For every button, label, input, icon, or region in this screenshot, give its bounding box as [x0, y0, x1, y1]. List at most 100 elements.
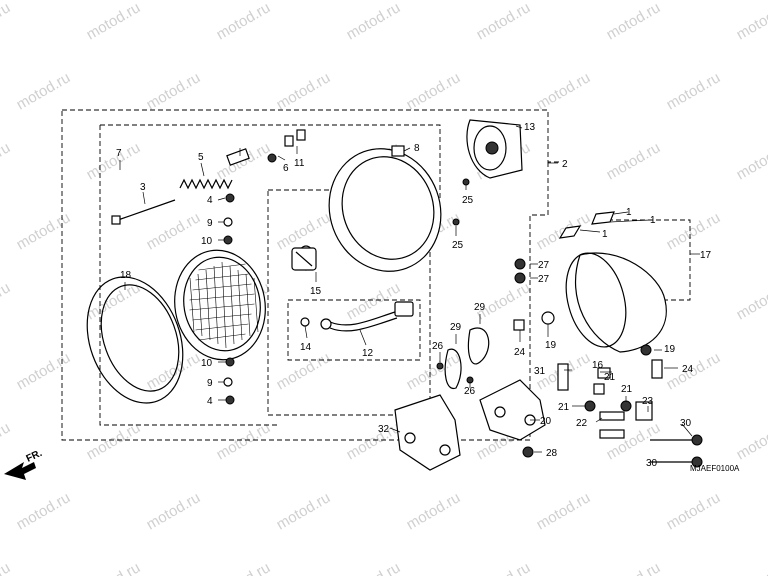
lens-grid-line	[198, 333, 246, 341]
lens-grid-line	[213, 265, 219, 345]
headlight-case	[328, 145, 442, 272]
watermark-text: motod.ru	[214, 0, 274, 43]
lens-grid-line	[195, 323, 249, 331]
callout-18: 18	[120, 270, 132, 281]
watermark-text: motod.ru	[144, 69, 204, 113]
watermark-text: motod.ru	[344, 419, 404, 463]
watermark-text: motod.ru	[84, 0, 144, 43]
watermark-text: motod.ru	[144, 349, 204, 393]
callout-8: 8	[414, 143, 420, 154]
watermark-text: motod.ru	[344, 0, 404, 43]
watermark-text: motod.ru	[144, 489, 204, 533]
watermark-text: motod.ru	[664, 489, 724, 533]
watermark-text: motod.ru	[0, 419, 13, 463]
watermark-text: motod.ru	[84, 559, 144, 576]
callout-24b: 24	[682, 364, 694, 375]
callout-23: 23	[642, 396, 654, 407]
watermark-text: motod.ru	[534, 69, 594, 113]
watermark-text: motod.ru	[274, 69, 334, 113]
lens-grid-line	[189, 303, 255, 311]
callout-1b: 1	[650, 215, 656, 226]
watermark-text: motod.ru	[734, 559, 768, 576]
watermark-text: motod.ru	[84, 419, 144, 463]
callout-4b: 4	[207, 396, 213, 407]
callout-6: 6	[283, 163, 289, 174]
lens-grid-line	[195, 273, 249, 281]
callout-labels: 1 1 1 2 3 4 4 5 6 7 8 9 9 10 10 11 12 13…	[116, 122, 712, 469]
callout-10b: 10	[201, 358, 213, 369]
diagram-code: MJAEF0100A	[690, 464, 740, 473]
callout-29b: 29	[450, 322, 462, 333]
callout-21b: 21	[621, 384, 633, 395]
callout-12: 12	[362, 348, 374, 359]
callout-30a: 30	[680, 418, 692, 429]
watermark-text: motod.ru	[664, 209, 724, 253]
watermark-text: motod.ru	[604, 0, 664, 43]
watermark-text: motod.ru	[404, 489, 464, 533]
watermark-text: motod.ru	[604, 139, 664, 183]
leader-lines	[119, 125, 700, 463]
watermark-text: motod.ru	[274, 489, 334, 533]
watermark-text: motod.ru	[0, 0, 13, 43]
callout-27b: 27	[538, 274, 550, 285]
callout-1c: 1	[602, 229, 608, 240]
callout-22: 22	[576, 418, 588, 429]
lens-grid-line	[229, 265, 235, 345]
front-direction-arrow	[4, 462, 36, 480]
callout-29a: 29	[474, 302, 486, 313]
watermark-text: motod.ru	[214, 559, 274, 576]
callout-14: 14	[300, 342, 312, 353]
watermark-text: motod.ru	[604, 419, 664, 463]
callout-32: 32	[378, 424, 390, 435]
watermark-text: motod.ru	[734, 0, 768, 43]
watermark-text: motod.ru	[84, 279, 144, 323]
callout-21c: 21	[558, 402, 570, 413]
callout-20: 20	[540, 416, 552, 427]
watermark-text: motod.ru	[734, 419, 768, 463]
callout-31: 31	[534, 366, 546, 377]
watermark-text: motod.ru	[214, 419, 274, 463]
front-direction-label: FR.	[25, 448, 44, 465]
lens-grid-line	[189, 293, 255, 301]
watermark-text: motod.ru	[14, 349, 74, 393]
callout-21a: 21	[604, 372, 616, 383]
lens-grid-line	[237, 269, 243, 341]
watermark-text: motod.ru	[14, 69, 74, 113]
mounting-brackets	[394, 379, 546, 471]
watermark-text: motod.ru	[534, 489, 594, 533]
callout-13: 13	[524, 122, 536, 133]
callout-26a: 26	[432, 341, 444, 352]
callout-9b: 9	[207, 378, 213, 389]
watermark-text: motod.ru	[0, 139, 13, 183]
callout-30b: 30	[646, 458, 658, 469]
callout-11: 11	[294, 158, 305, 169]
watermark-text: motod.ru	[474, 559, 534, 576]
lens-grid-line	[198, 263, 246, 271]
callout-9a: 9	[207, 218, 213, 229]
headlight-rim	[86, 276, 184, 404]
callout-28: 28	[546, 448, 558, 459]
callout-4a: 4	[207, 195, 213, 206]
watermark-text: motod.ru	[664, 69, 724, 113]
callout-17: 17	[700, 250, 712, 261]
headlight-housing	[565, 252, 667, 353]
callout-27a: 27	[538, 260, 550, 271]
watermark-text: motod.ru	[734, 279, 768, 323]
lens-grid-line	[221, 261, 227, 349]
callout-2: 2	[562, 159, 568, 170]
lens-grid-line	[192, 283, 252, 291]
watermark-text: motod.ru	[344, 559, 404, 576]
harness-clamps	[444, 327, 490, 390]
watermark-text: motod.ru	[14, 489, 74, 533]
lens-grid-line	[192, 313, 252, 321]
wire-harness	[320, 301, 414, 332]
watermark-text: motod.ru	[604, 559, 664, 576]
lens-grid-line	[253, 277, 259, 333]
watermark-text: motod.ru	[734, 139, 768, 183]
callout-1a: 1	[626, 207, 632, 218]
adjuster-screw-spring	[111, 178, 233, 225]
callout-25a: 25	[462, 195, 474, 206]
watermark-text: motod.ru	[0, 559, 13, 576]
callout-3: 3	[140, 182, 146, 193]
